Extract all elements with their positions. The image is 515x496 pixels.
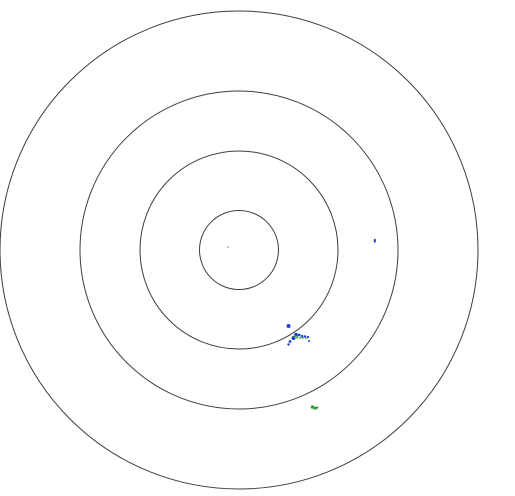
marker-blue-main-1 — [286, 324, 291, 328]
marker-green-bottom-2 — [313, 406, 317, 410]
ring-1 — [199, 210, 279, 290]
scatter-markers — [286, 238, 376, 410]
marker-green-bottom-1 — [310, 405, 315, 409]
marker-green-bottom-3 — [316, 406, 319, 409]
center-mark — [227, 246, 229, 248]
marker-blue-main-9 — [288, 340, 292, 343]
marker-green-main-5 — [305, 337, 307, 339]
marker-blue-main-10 — [287, 343, 290, 346]
marker-green-main-3 — [299, 337, 302, 339]
marker-green-main-4 — [302, 336, 304, 339]
marker-blue-main-4 — [297, 333, 301, 337]
marker-blue-main-5 — [300, 334, 304, 338]
marker-blue-main-8 — [308, 340, 310, 342]
ring-2 — [139, 150, 339, 350]
concentric-rings — [0, 10, 479, 490]
ring-4 — [0, 10, 479, 490]
marker-blue-main-7 — [306, 335, 310, 339]
marker-green-main-2 — [296, 336, 299, 339]
marker-blue-main-6 — [303, 335, 307, 338]
marker-green-main-1 — [293, 334, 297, 338]
ring-3 — [79, 90, 399, 410]
marker-blue-right — [373, 238, 376, 243]
